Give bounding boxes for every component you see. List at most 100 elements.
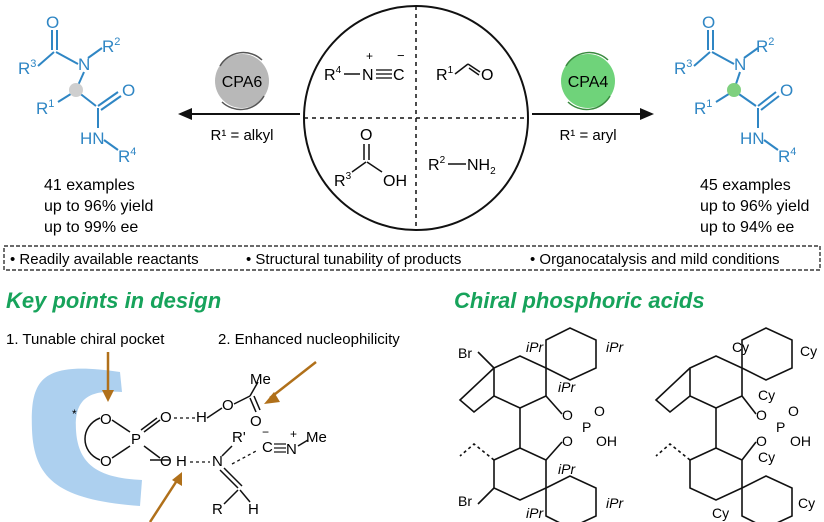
- right-caption-examples: 45 examples: [700, 177, 791, 194]
- svg-text:O: O: [481, 67, 493, 84]
- svg-text:H: H: [196, 409, 207, 426]
- right-arrowhead: [640, 108, 654, 120]
- svg-text:N: N: [734, 55, 746, 74]
- cpa-left-structure: [458, 327, 597, 522]
- svg-text:O: O: [756, 407, 767, 423]
- svg-text:C: C: [262, 439, 273, 456]
- cpa-left-ipr-bottom-right: iPr: [606, 495, 624, 511]
- cpa-left-br-top: Br: [458, 345, 472, 361]
- svg-text:C: C: [393, 67, 405, 84]
- nucleophilicity-arrow-bottom: [148, 481, 178, 522]
- cpa-left-ipr-mid: iPr: [558, 379, 576, 395]
- left-caption-yield: up to 96% yield: [44, 198, 153, 215]
- chiral-pocket-shape: [31, 368, 142, 506]
- svg-text:O: O: [46, 13, 59, 32]
- cpa-left-ipr-top-right: iPr: [606, 339, 624, 355]
- cpa4-cycle-arc: [565, 51, 609, 67]
- cpa-left-ipr-bottom: iPr: [526, 505, 544, 521]
- design-point-2: 2. Enhanced nucleophilicity: [218, 331, 400, 348]
- svg-text:O: O: [702, 13, 715, 32]
- svg-text:R2: R2: [428, 155, 446, 174]
- cpa4-catalyst-circle: [561, 54, 615, 108]
- svg-text:P: P: [582, 419, 591, 435]
- svg-text:Me: Me: [250, 371, 271, 388]
- svg-text:O: O: [562, 407, 573, 423]
- svg-text:OH: OH: [383, 173, 407, 190]
- svg-text:P: P: [131, 431, 141, 448]
- svg-text:R3: R3: [18, 58, 36, 78]
- design-title: Key points in design: [6, 288, 221, 313]
- cpa-right-cy-top: Cy: [732, 339, 749, 355]
- svg-text:R1: R1: [36, 98, 54, 118]
- svg-text:H: H: [248, 501, 259, 518]
- svg-text:H: H: [176, 453, 187, 470]
- cpa-right-structure: [654, 327, 793, 522]
- cpa-right-cy-low: Cy: [758, 449, 775, 465]
- right-caption-ee: up to 94% ee: [700, 219, 794, 236]
- cpa-right-cy-bottom-right: Cy: [798, 495, 815, 511]
- svg-text:N: N: [362, 67, 374, 84]
- left-product-structure: [37, 30, 122, 151]
- cpa-left-labels: Br iPr iPr iPr iPr Br iPr iPr O P O OH O: [458, 339, 624, 521]
- svg-text:N: N: [286, 441, 297, 458]
- svg-text:R4: R4: [324, 65, 342, 84]
- svg-text:O: O: [780, 81, 793, 100]
- cpa-right-cy-top-right: Cy: [800, 343, 817, 359]
- cpa4-label: CPA4: [568, 74, 609, 91]
- cpa6-cycle-arc: [219, 51, 263, 67]
- svg-text:OH: OH: [596, 433, 617, 449]
- features-box: [3, 245, 821, 271]
- svg-text:NH2: NH2: [467, 157, 496, 177]
- svg-text:R4: R4: [778, 146, 796, 166]
- cpa-right-cy-mid: Cy: [758, 387, 775, 403]
- svg-text:O: O: [160, 453, 172, 470]
- svg-text:O: O: [360, 127, 372, 144]
- right-condition: R¹ = aryl: [559, 127, 616, 144]
- svg-text:R': R': [232, 429, 246, 446]
- nucleophilicity-arrow-top: [269, 361, 317, 399]
- svg-text:OH: OH: [790, 433, 811, 449]
- svg-text:R1: R1: [436, 65, 454, 84]
- svg-text:R4: R4: [118, 146, 136, 166]
- cpa-right-cy-bottom: Cy: [712, 505, 729, 521]
- svg-text:N: N: [78, 55, 90, 74]
- amine-structure: R2 NH2: [428, 155, 496, 177]
- svg-text:O: O: [122, 81, 135, 100]
- svg-text:O: O: [222, 397, 234, 414]
- carboxylic-acid-structure: O R3 OH: [334, 127, 407, 190]
- cpa-left-ipr-top: iPr: [526, 339, 544, 355]
- svg-text:−: −: [397, 48, 405, 63]
- svg-text:R: R: [212, 501, 223, 518]
- svg-text:HN: HN: [740, 129, 765, 148]
- svg-text:HN: HN: [80, 129, 105, 148]
- svg-text:O: O: [594, 403, 605, 419]
- svg-text:+: +: [290, 427, 297, 441]
- feature-reactants: • Readily available reactants: [10, 251, 199, 268]
- svg-text:R3: R3: [334, 171, 352, 190]
- svg-text:N: N: [212, 453, 223, 470]
- left-arrowhead: [178, 108, 192, 120]
- right-caption-yield: up to 96% yield: [700, 198, 809, 215]
- left-stereocenter-marker: [69, 83, 83, 97]
- right-stereocenter-marker: [727, 83, 741, 97]
- design-point-1: 1. Tunable chiral pocket: [6, 331, 165, 348]
- svg-text:+: +: [366, 49, 373, 63]
- svg-text:R2: R2: [102, 36, 120, 56]
- svg-text:P: P: [776, 419, 785, 435]
- aldehyde-structure: R1 O: [436, 63, 493, 84]
- svg-text:*: *: [72, 407, 77, 421]
- isocyanide-structure: R4 N + C −: [324, 48, 405, 84]
- cpa-right-labels: Cy Cy Cy Cy Cy Cy O P O OH O: [712, 339, 817, 521]
- svg-text:R1: R1: [694, 98, 712, 118]
- cpa-title: Chiral phosphoric acids: [454, 288, 705, 313]
- left-condition: R¹ = alkyl: [211, 127, 274, 144]
- svg-text:R2: R2: [756, 36, 774, 56]
- feature-organocatalysis: • Organocatalysis and mild conditions: [530, 251, 780, 268]
- left-caption-ee: up to 99% ee: [44, 219, 138, 236]
- svg-text:O: O: [562, 433, 573, 449]
- svg-text:O: O: [250, 413, 262, 430]
- hbond-scheme: * O O P O O H O Me O H N R' R H C −: [72, 371, 327, 518]
- svg-text:R3: R3: [674, 58, 692, 78]
